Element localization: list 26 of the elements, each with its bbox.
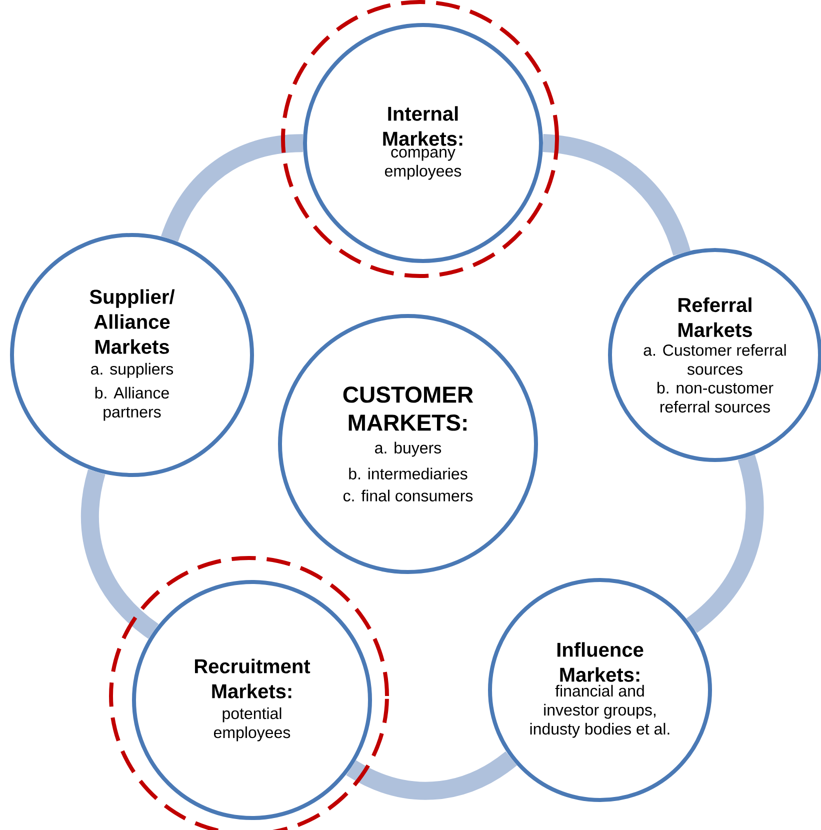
circle-heading: Internal Markets: [383, 106, 462, 146]
market-circle [132, 580, 372, 820]
circle-text: b. intermediaries [349, 468, 468, 480]
circle-text: a. suppliers [91, 362, 174, 378]
circle-text: b. non-customer referral sources [657, 382, 774, 413]
ring-segment [542, 134, 690, 256]
circle-text: c. final consumers [343, 490, 473, 502]
circle-heading: Supplier/ Alliance Markets [90, 289, 175, 354]
circle-text: a. Customer referral sources [644, 344, 786, 375]
ring-segment [81, 470, 159, 639]
circle-text: b. Alliance partners [95, 386, 169, 421]
circle-heading: Referral Markets [678, 297, 752, 338]
market-circle [488, 578, 712, 802]
circle-heading: Influence Markets: [557, 642, 644, 682]
market-circle [10, 233, 254, 477]
circle-text: potential employees [214, 707, 290, 742]
circle-text: a. buyers [375, 442, 442, 457]
circle-heading: Recruitment Markets: [195, 658, 310, 698]
market-circle [278, 314, 538, 574]
circle-heading: CUSTOMER MARKETS: [343, 386, 474, 431]
circle-text: financial and investor groups, industy bodies et al. [530, 684, 670, 738]
ring-segment [686, 454, 764, 633]
ring-segment [346, 751, 517, 800]
ring-segment [161, 134, 304, 242]
circle-text: company employees [384, 148, 462, 180]
market-circle [303, 23, 543, 263]
